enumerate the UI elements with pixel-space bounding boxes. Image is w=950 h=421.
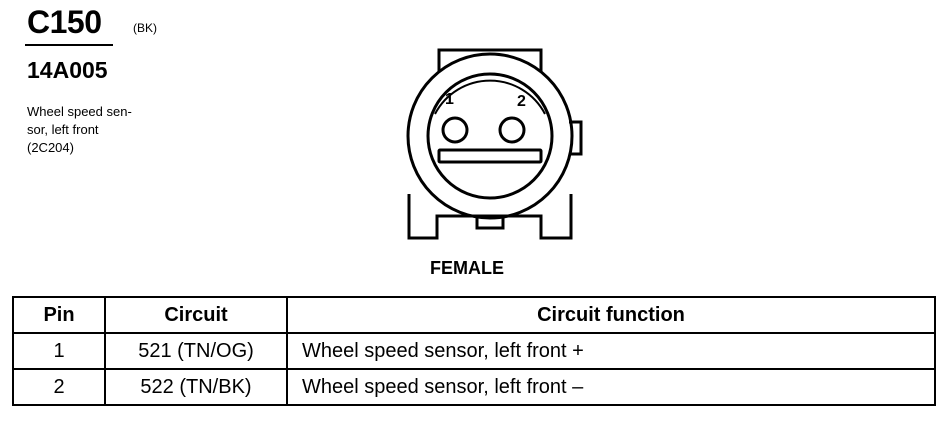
connector-inner-ring xyxy=(434,79,546,115)
color-code: (BK) xyxy=(133,21,157,35)
connector-id-underline xyxy=(25,44,113,46)
column-header-pin: Pin xyxy=(12,296,106,334)
connector-lower-notch xyxy=(475,216,505,230)
connector-lower-housing xyxy=(407,194,573,240)
pin-cavity-2 xyxy=(498,116,526,144)
pin-table: Pin Circuit Circuit function 1 521 (TN/O… xyxy=(12,296,936,406)
connector-face-inner xyxy=(426,72,554,200)
description-line: Wheel speed sen- xyxy=(27,104,132,119)
pin-cavity-1 xyxy=(441,116,469,144)
connector-id: C150 xyxy=(27,4,102,40)
connector-face-diagram: 1 2 xyxy=(406,48,583,240)
connector-keyway-slot xyxy=(437,148,543,164)
connector-side-key xyxy=(569,120,583,156)
pin-label-2: 2 xyxy=(517,93,526,110)
column-header-circuit: Circuit xyxy=(104,296,288,334)
cell-circuit: 522 (TN/BK) xyxy=(104,368,288,406)
table-row: 2 522 (TN/BK) Wheel speed sensor, left f… xyxy=(12,368,936,406)
connector-body-outer xyxy=(406,52,574,220)
description-line: (2C204) xyxy=(27,140,74,155)
part-number: 14A005 xyxy=(27,57,108,83)
cell-function: Wheel speed sensor, left front – xyxy=(286,368,936,406)
connector-view-label: FEMALE xyxy=(430,258,504,278)
cell-circuit: 521 (TN/OG) xyxy=(104,332,288,370)
connector-description: Wheel speed sen- sor, left front (2C204) xyxy=(27,103,177,157)
description-line: sor, left front xyxy=(27,122,99,137)
column-header-circuit-function: Circuit function xyxy=(286,296,936,334)
cell-pin: 2 xyxy=(12,368,106,406)
connector-latch-tab xyxy=(437,48,543,78)
cell-pin: 1 xyxy=(12,332,106,370)
table-header-row: Pin Circuit Circuit function xyxy=(12,296,936,334)
table-row: 1 521 (TN/OG) Wheel speed sensor, left f… xyxy=(12,332,936,370)
cell-function: Wheel speed sensor, left front + xyxy=(286,332,936,370)
pin-label-1: 1 xyxy=(445,91,454,108)
